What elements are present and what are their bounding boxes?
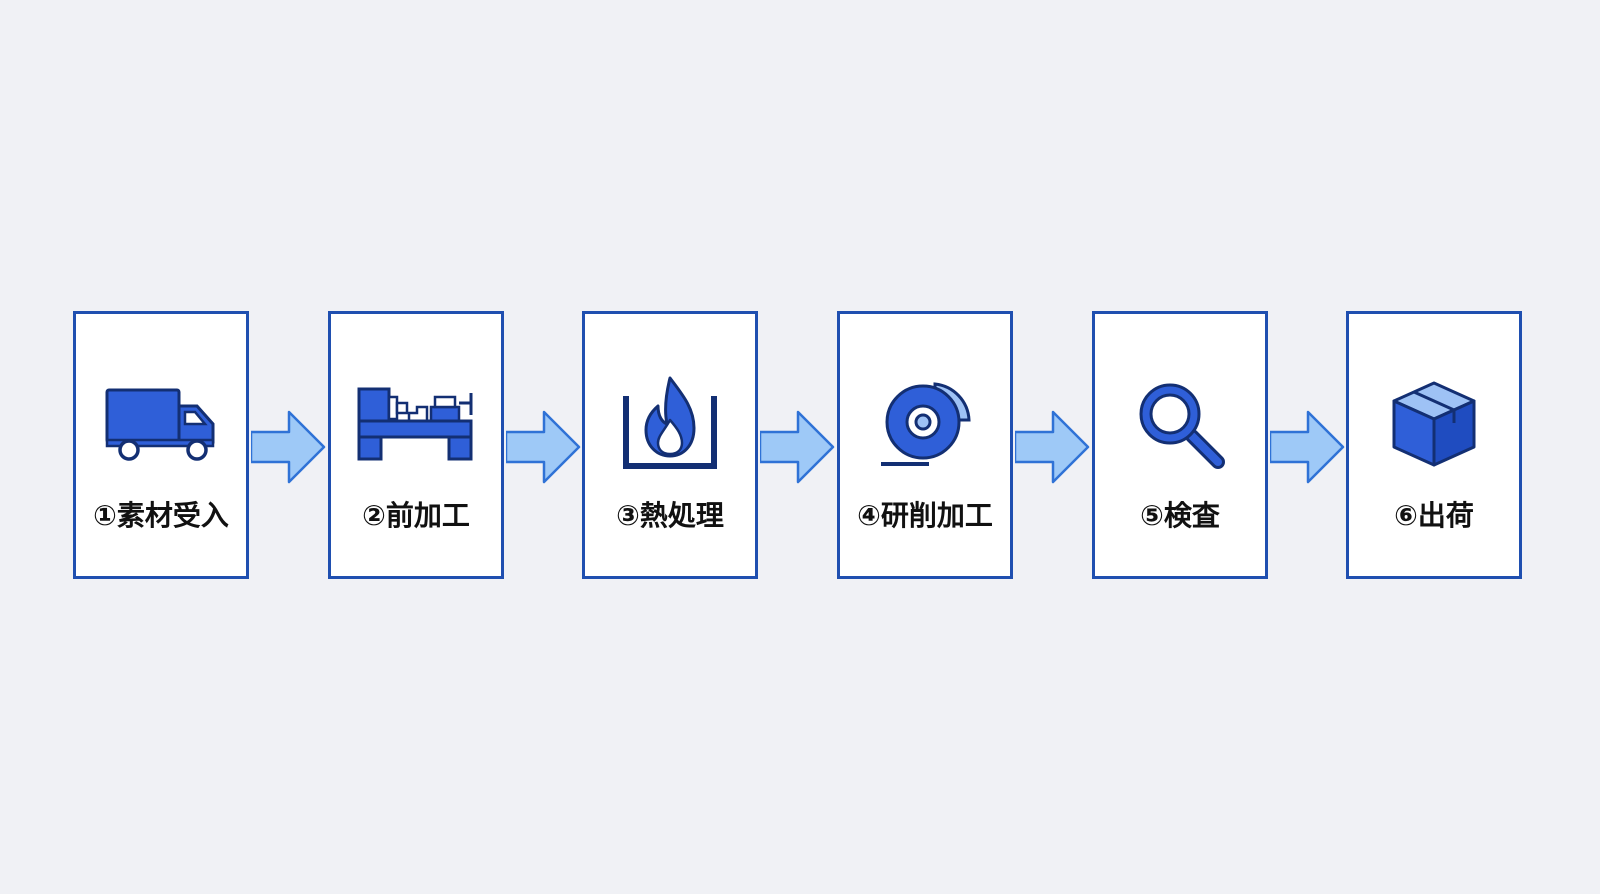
step-4-box: ④研削加工 <box>837 311 1013 579</box>
grinding-wheel-icon <box>840 376 1010 472</box>
step-5-box: ⑤検査 <box>1092 311 1268 579</box>
step-label: ⑤検査 <box>1140 499 1220 532</box>
truck-icon <box>76 376 246 472</box>
arrow-right-icon <box>506 410 581 484</box>
step-2-box: ②前加工 <box>328 311 504 579</box>
box-icon <box>1349 376 1519 472</box>
step-1-box: ①素材受入 <box>73 311 249 579</box>
arrow-right-icon <box>760 410 835 484</box>
arrow-right-icon <box>1270 410 1345 484</box>
furnace-flame-icon <box>585 376 755 472</box>
step-label: ①素材受入 <box>93 499 229 532</box>
step-label: ③熱処理 <box>616 499 724 532</box>
step-label: ②前加工 <box>362 499 470 532</box>
step-3-box: ③熱処理 <box>582 311 758 579</box>
magnifier-icon <box>1095 376 1265 472</box>
step-label: ⑥出荷 <box>1394 499 1474 532</box>
arrow-right-icon <box>1015 410 1090 484</box>
lathe-icon <box>331 376 501 472</box>
arrow-right-icon <box>251 410 326 484</box>
step-label: ④研削加工 <box>857 499 993 532</box>
step-6-box: ⑥出荷 <box>1346 311 1522 579</box>
